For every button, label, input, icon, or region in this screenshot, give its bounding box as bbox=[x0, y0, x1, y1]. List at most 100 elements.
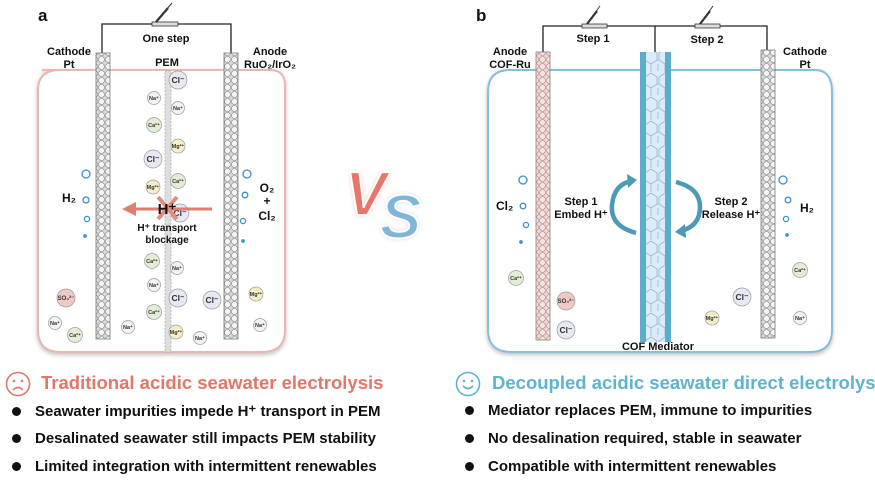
panel-a-ion bbox=[144, 253, 160, 269]
panel-a-ion bbox=[143, 149, 163, 169]
panel-a-ion-label: Cl⁻ bbox=[147, 154, 161, 164]
anode-electrode-b bbox=[535, 51, 551, 341]
panel-a-ion-label: Na⁺ bbox=[173, 105, 183, 112]
embed-label: Embed H⁺ bbox=[554, 209, 608, 221]
cof-mediator bbox=[640, 52, 671, 342]
panel-a-title: Traditional acidic seawater electrolysis bbox=[41, 372, 384, 393]
panel-b-ion bbox=[556, 291, 576, 311]
cathode-material: Pt bbox=[64, 59, 75, 71]
step1-circuit-label: Step 1 bbox=[576, 33, 609, 45]
panel-a-bullet: Desalinated seawater still impacts PEM s… bbox=[12, 430, 376, 447]
blockage-label-2: blockage bbox=[145, 235, 189, 246]
panel-a-ion bbox=[170, 138, 186, 154]
cathode-label: Cathode bbox=[47, 46, 91, 58]
panel-b: b Step 1 Step 2 Anode COF-Ru Cathode Pt … bbox=[476, 5, 833, 353]
release-label: Release H⁺ bbox=[702, 209, 761, 221]
cathode-label-b: Cathode bbox=[783, 46, 827, 58]
happy-face-icon bbox=[455, 371, 481, 402]
proton-label: H⁺ bbox=[158, 201, 177, 218]
panel-a-ion-label: Na⁺ bbox=[149, 95, 159, 102]
release-step-label: Step 2 bbox=[714, 196, 747, 208]
panel-a-ion bbox=[202, 290, 222, 310]
embed-step-label: Step 1 bbox=[564, 196, 597, 208]
panel-a-ion-label: Cl⁻ bbox=[172, 293, 186, 303]
panel-a-ion-label: Na⁺ bbox=[172, 265, 182, 272]
switch-icon-step1 bbox=[581, 5, 608, 29]
h2-label: H₂ bbox=[62, 191, 76, 205]
bullet-dot bbox=[465, 461, 474, 471]
bullet-text: Desalinated seawater still impacts PEM s… bbox=[35, 430, 376, 447]
panel-b-ion bbox=[508, 270, 524, 286]
embed-arrow-icon bbox=[609, 174, 637, 236]
panel-a-bullet: Seawater impurities impede H⁺ transport … bbox=[12, 402, 381, 420]
vs-letter-s: S bbox=[380, 183, 421, 252]
panel-b-ion-label: Na⁺ bbox=[795, 315, 805, 322]
ions-group-a: Cl⁻ Na⁺ Na⁺ Ca²⁺ Mg²⁺ Cl⁻ Mg²⁺ Ca²⁺ Cl⁻ Ca²⁺ Na⁺ Na… bbox=[48, 70, 267, 345]
panel-a-ion bbox=[253, 318, 267, 332]
panel-a-ion-label: Cl⁻ bbox=[174, 208, 188, 218]
cl2-label: Cl₂ bbox=[258, 209, 275, 223]
panel-a-ion-label: Ca²⁺ bbox=[148, 309, 160, 316]
panel-a-bullet: Limited integration with intermittent re… bbox=[12, 458, 377, 475]
panel-b-letter: b bbox=[476, 6, 486, 25]
bullet-text: Mediator replaces PEM, immune to impurit… bbox=[488, 402, 813, 419]
panel-b-ion-label: SO₄²⁻ bbox=[558, 298, 575, 305]
panel-a-ion bbox=[147, 91, 161, 105]
cathode-material-b: Pt bbox=[800, 59, 811, 71]
anode-material: RuO₂/IrO₂ bbox=[244, 59, 296, 71]
panel-a-ion-label: Na⁺ bbox=[149, 282, 159, 289]
panel-a-ion bbox=[145, 179, 161, 195]
blocked-cross-icon bbox=[156, 195, 179, 221]
panel-a-ion-label: Na⁺ bbox=[123, 324, 133, 331]
bullet-text: Seawater impurities impede H⁺ transport … bbox=[35, 403, 381, 420]
anode-label: Anode bbox=[253, 46, 287, 58]
bullet-text: Compatible with intermittent renewables bbox=[488, 458, 777, 475]
panel-b-ion-label: Ca²⁺ bbox=[510, 275, 522, 282]
panel-b-bullet: Mediator replaces PEM, immune to impurit… bbox=[465, 402, 812, 419]
panel-b-ion bbox=[704, 310, 720, 326]
panel-b-ion-label: Mg²⁺ bbox=[706, 315, 719, 322]
panel-a-ion-label: Ca²⁺ bbox=[146, 258, 158, 265]
panel-a-ion-label: Mg²⁺ bbox=[250, 291, 263, 298]
panel-b-bullet: No desalination required, stable in seaw… bbox=[465, 430, 801, 447]
panel-a-ion-label: Na⁺ bbox=[255, 322, 265, 329]
cl2-bubbles bbox=[518, 175, 530, 244]
circuit-label: One step bbox=[142, 33, 189, 45]
h2-bubbles bbox=[81, 169, 91, 238]
panel-b-ion bbox=[556, 320, 576, 340]
switch-icon bbox=[151, 2, 179, 27]
panel-b-bullet: Compatible with intermittent renewables bbox=[465, 458, 776, 475]
panel-a-ion bbox=[146, 117, 162, 133]
anode-electrode bbox=[223, 52, 239, 340]
panel-a-ion-label: Na⁺ bbox=[50, 320, 60, 327]
panel-a-ion bbox=[56, 288, 76, 308]
panel-b-ion-label: Cl⁻ bbox=[560, 325, 574, 335]
panel-a-ion bbox=[170, 261, 184, 275]
release-arrow-icon bbox=[675, 179, 703, 238]
panel-a-ion-label: Ca²⁺ bbox=[148, 122, 160, 129]
panel-b-title: Decoupled acidic seawater direct electro… bbox=[492, 372, 875, 393]
panel-b-ion-label: Cl⁻ bbox=[736, 292, 750, 302]
panel-a-ion bbox=[147, 278, 161, 292]
panel-a-ion-label: Ca²⁺ bbox=[172, 178, 184, 185]
o2-label: O₂ bbox=[260, 181, 275, 195]
cathode-electrode bbox=[95, 52, 111, 340]
panel-a-ion bbox=[171, 101, 185, 115]
panel-b-ion bbox=[732, 287, 752, 307]
panel-a-ion bbox=[48, 316, 62, 330]
panel-a-ion-label: Cl⁻ bbox=[206, 295, 220, 305]
bullet-dot bbox=[465, 433, 474, 443]
panel-a-ion-label: Mg²⁺ bbox=[170, 329, 183, 336]
panel-a-ion-label: Ca²⁺ bbox=[69, 332, 81, 339]
vs-badge: V S bbox=[344, 159, 422, 253]
vs-letter-v: V bbox=[345, 160, 391, 229]
panel-a-ion bbox=[168, 288, 188, 308]
o2-cl2-bubbles bbox=[239, 169, 252, 243]
proton-arrow bbox=[122, 202, 212, 216]
anode-material-b: COF-Ru bbox=[489, 59, 531, 71]
panel-a-ion-label: Na⁺ bbox=[195, 335, 205, 342]
bullet-dot bbox=[12, 461, 21, 471]
bullet-text: No desalination required, stable in seaw… bbox=[488, 430, 802, 447]
mediator-label: COF Mediator bbox=[622, 341, 695, 353]
